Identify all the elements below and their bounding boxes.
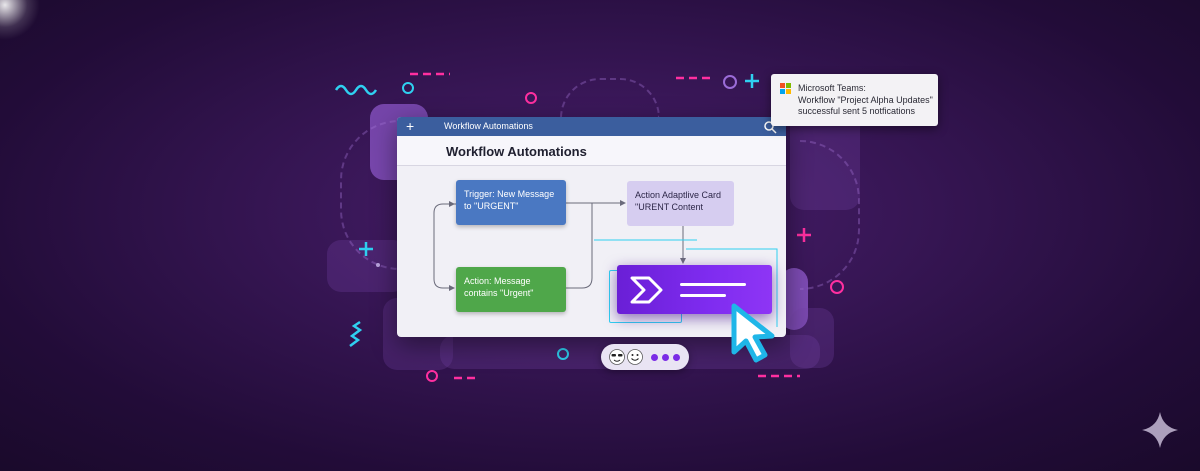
more-dots-icon	[673, 354, 680, 361]
cool-face-icon[interactable]	[609, 349, 625, 365]
bg-panel-right-bottom	[790, 308, 834, 368]
reaction-pill[interactable]	[601, 344, 689, 370]
plus-icon[interactable]: +	[406, 118, 415, 134]
more-dots-icon	[662, 354, 669, 361]
condition-node[interactable]: Action: Message contains "Urgent"	[456, 267, 566, 312]
window-title: Workflow Automations	[444, 121, 533, 131]
smile-face-icon[interactable]	[627, 349, 643, 365]
window-header: Workflow Automations	[397, 136, 786, 166]
toast-title: Microsoft Teams:	[798, 83, 866, 93]
page-title: Workflow Automations	[446, 144, 587, 159]
flow-connectors	[433, 200, 778, 327]
power-automate-icon	[630, 276, 663, 304]
more-dots-icon[interactable]	[651, 354, 658, 361]
power-automate-action-card[interactable]	[617, 265, 772, 314]
window-titlebar: + Workflow Automations	[397, 117, 786, 136]
mouse-cursor-icon	[731, 303, 775, 363]
teams-logo-icon	[780, 83, 792, 95]
sparkle-icon	[1142, 412, 1178, 448]
placeholder-line	[680, 294, 726, 297]
placeholder-line	[680, 283, 746, 286]
workflow-window: + Workflow Automations Workflow Automati…	[397, 117, 786, 337]
trigger-node[interactable]: Trigger: New Message to "URGENT"	[456, 180, 566, 225]
toast-line-2: successful sent 5 notfications	[798, 106, 916, 116]
search-icon[interactable]	[763, 120, 777, 134]
adaptive-card-node[interactable]: Action Adaptlive Card "URENT Content	[627, 181, 734, 226]
workflow-canvas: Trigger: New Message to "URGENT" Action:…	[397, 167, 786, 337]
teams-notification-toast[interactable]: Microsoft Teams: Workflow "Project Alpha…	[771, 74, 938, 126]
toast-line-1: Workflow "Project Alpha Updates"	[798, 95, 933, 105]
